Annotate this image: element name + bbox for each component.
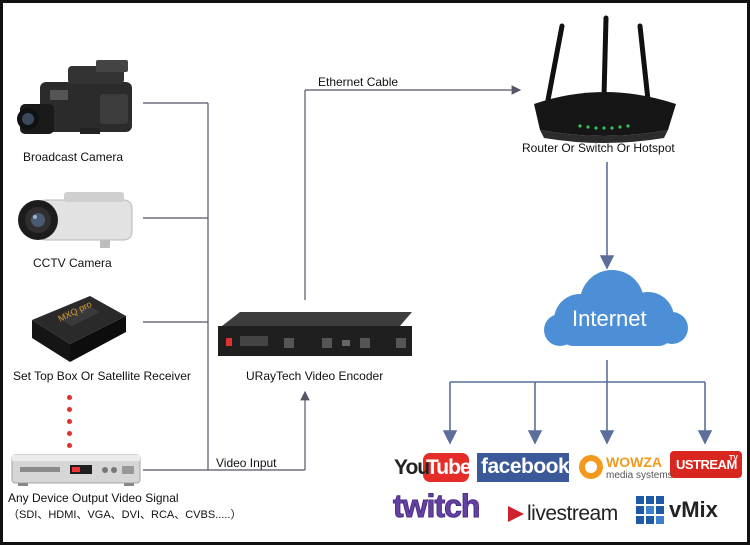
any-device-image	[11, 454, 141, 486]
continuation-dot	[67, 407, 72, 412]
internet-arrows	[442, 162, 713, 445]
router-image	[534, 15, 676, 143]
broadcast-camera-label: Broadcast Camera	[23, 150, 124, 164]
set-top-box-image: MXQ pro	[32, 296, 126, 362]
youtube-logo-tube: Tube	[426, 456, 472, 479]
youtube-logo-badge	[423, 453, 469, 482]
vmix-logo-text: vMix	[669, 497, 718, 522]
router-label: Router Or Switch Or Hotspot	[522, 141, 675, 155]
any-device-label: Any Device Output Video Signal	[8, 491, 179, 505]
facebook-logo-bg	[477, 453, 569, 482]
livestream-logo-text: livestream	[527, 502, 618, 525]
set-top-box-label: Set Top Box Or Satellite Receiver	[13, 369, 191, 383]
youtube-logo-you: You	[394, 456, 430, 479]
ustream-logo-text: USTREAM	[676, 457, 737, 472]
continuation-dot	[67, 431, 72, 436]
broadcast-camera-image	[17, 60, 132, 134]
vmix-logo-grid	[636, 496, 664, 524]
device-lines	[143, 85, 522, 471]
ustream-logo-tv: TV	[729, 455, 738, 462]
cctv-camera-image	[18, 192, 133, 248]
wowza-logo-name: WOWZA	[606, 454, 662, 470]
encoder-label: URayTech Video Encoder	[246, 369, 384, 383]
facebook-logo-text: facebook	[481, 455, 570, 478]
any-device-signals-label: （SDI、HDMI、VGA、DVI、RCA、CVBS.....）	[8, 509, 242, 521]
ustream-logo-bg	[670, 451, 742, 478]
twitch-logo-text: twitch	[392, 488, 480, 525]
continuation-dot	[67, 443, 72, 448]
livestream-logo-mark	[508, 506, 524, 522]
cctv-camera-label: CCTV Camera	[33, 256, 112, 270]
encoder-image	[218, 312, 412, 356]
continuation-dot	[67, 395, 72, 400]
internet-label: Internet	[572, 306, 647, 331]
internet-cloud-image	[544, 270, 688, 346]
wowza-logo-mark	[579, 455, 603, 479]
ethernet-cable-label: Ethernet Cable	[318, 75, 399, 89]
continuation-dot	[67, 419, 72, 424]
wowza-logo-subtitle: media systems	[606, 470, 673, 481]
video-input-label: Video Input	[216, 456, 277, 470]
